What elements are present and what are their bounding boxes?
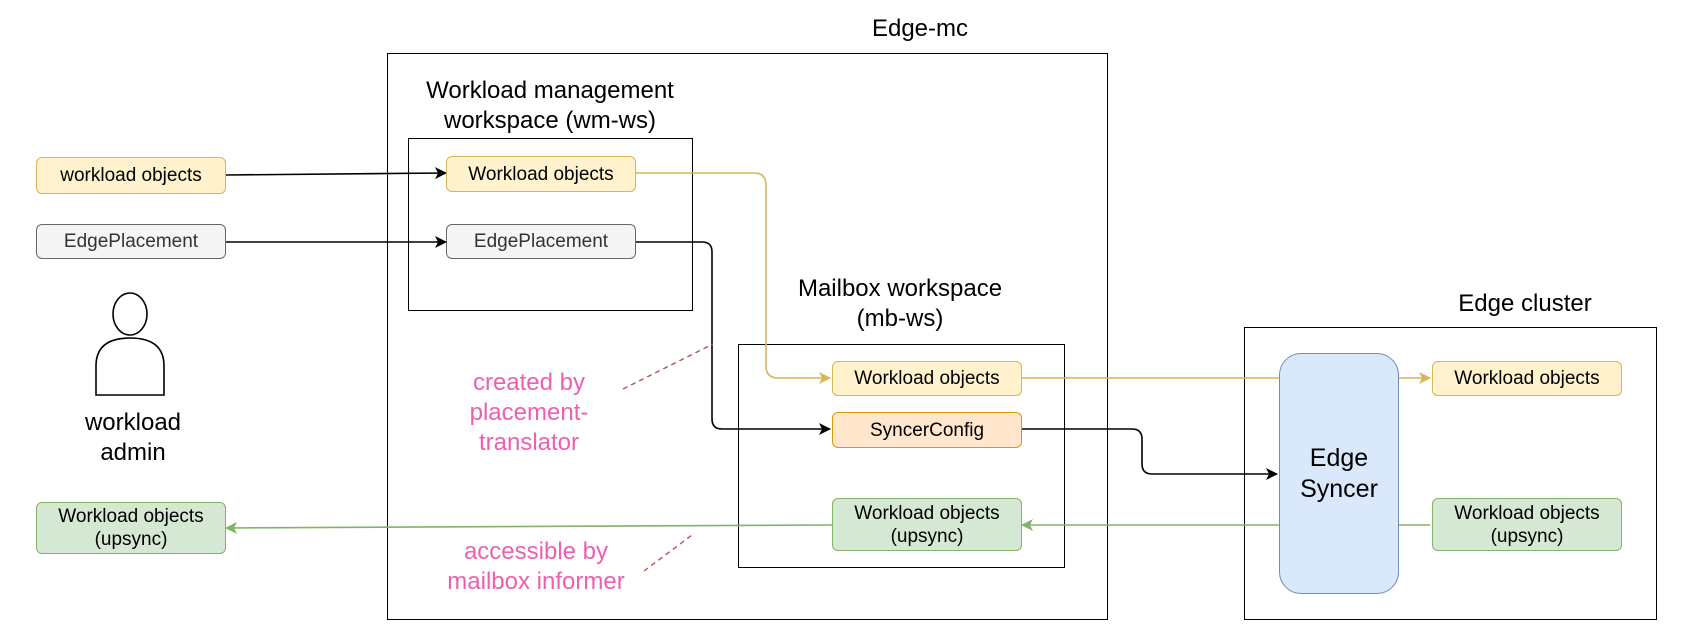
edge-cluster-title: Edge cluster [1458, 290, 1592, 317]
mb-syncer-config: SyncerConfig [832, 412, 1022, 448]
note-accessible-by: accessible by mailbox informer [447, 538, 625, 595]
cluster-workload-objects: Workload objects [1432, 361, 1622, 396]
cluster-workload-objects-upsync: Workload objects (upsync) [1432, 498, 1622, 551]
workload-admin-label: workload admin [84, 409, 182, 466]
mb-ws-title: Mailbox workspace (mb-ws) [797, 275, 1003, 332]
mb-workload-objects: Workload objects [832, 361, 1022, 396]
edge-mc-frame [387, 53, 1108, 620]
left-edge-placement: EdgePlacement [36, 224, 226, 259]
edge-mc-title: Edge-mc [871, 15, 969, 42]
edge-syncer: Edge Syncer [1279, 353, 1399, 594]
left-workload-objects-upsync: Workload objects (upsync) [36, 502, 226, 554]
note-created-by: created by placement- translator [469, 369, 589, 456]
wm-ws-title: Workload management workspace (wm-ws) [426, 77, 674, 134]
wm-edge-placement: EdgePlacement [446, 224, 636, 259]
wm-workload-objects: Workload objects [446, 156, 636, 192]
left-workload-objects: workload objects [36, 157, 226, 194]
mb-workload-objects-upsync: Workload objects (upsync) [832, 498, 1022, 551]
workload-admin-icon [95, 292, 165, 396]
